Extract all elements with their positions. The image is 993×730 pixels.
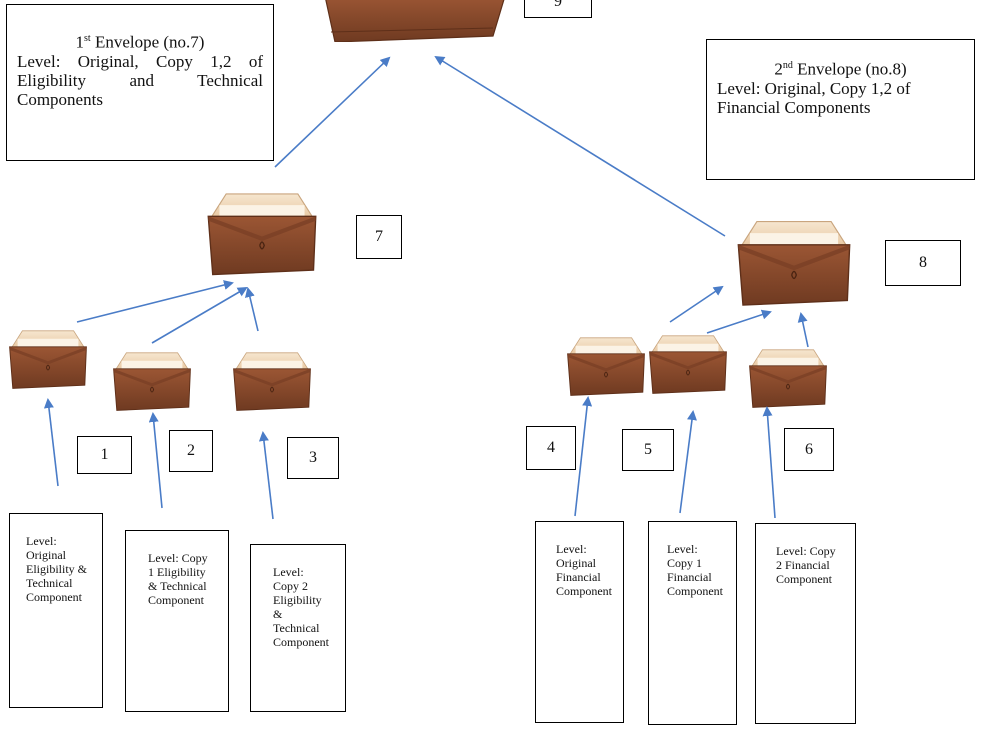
number-label-7: 7	[375, 228, 383, 245]
level-box-4-text: Level: Original Financial Component	[556, 542, 612, 598]
number-label-3: 3	[309, 449, 317, 466]
envelope-icon	[9, 330, 87, 389]
number-label-9: 9	[554, 0, 562, 10]
number-label-5: 5	[644, 441, 652, 458]
arrow-up-icon	[151, 286, 248, 344]
level-box-3-text: Level: Copy 2 Eligibility & Technical Co…	[273, 565, 329, 649]
arrow-up-icon	[43, 398, 59, 487]
number-box-1: 1	[77, 436, 132, 474]
envelope-icon	[207, 193, 317, 276]
arrow-up-icon	[244, 287, 259, 332]
number-box-7: 7	[356, 215, 402, 259]
number-box-3: 3	[287, 437, 339, 479]
level-box-5-text: Level: Copy 1 Financial Component	[667, 542, 723, 598]
number-box-2: 2	[169, 430, 213, 472]
arrow-up-icon	[148, 412, 163, 509]
number-box-9: 9	[524, 0, 592, 18]
arrow-up-icon	[434, 55, 726, 237]
arrow-up-icon	[762, 406, 776, 519]
level-box-3: Level: Copy 2 Eligibility & Technical Co…	[250, 544, 346, 712]
envelope-icon	[567, 337, 645, 396]
arrow-up-icon	[797, 312, 809, 348]
level-box-4: Level: Original Financial Component	[535, 521, 624, 723]
level-box-1: Level: Original Eligibility & Technical …	[9, 513, 103, 708]
envelope-icon	[737, 220, 851, 306]
first-envelope-summary-box: 1st Envelope (no.7) Level: Original, Cop…	[6, 4, 274, 161]
arrow-up-icon	[679, 410, 697, 514]
number-box-5: 5	[622, 429, 674, 471]
second-envelope-summary-box: 2nd Envelope (no.8) Level: Original, Cop…	[706, 39, 975, 180]
level-box-5: Level: Copy 1 Financial Component	[648, 521, 737, 725]
number-label-2: 2	[187, 442, 195, 459]
level-box-6-text: Level: Copy 2 Financial Component	[776, 544, 836, 586]
number-box-6: 6	[784, 428, 834, 471]
level-box-1-text: Level: Original Eligibility & Technical …	[26, 534, 88, 604]
number-box-8: 8	[885, 240, 961, 286]
level-box-2-text: Level: Copy 1 Eligibility & Technical Co…	[148, 551, 208, 607]
arrow-up-icon	[669, 285, 724, 323]
first-envelope-level-text: Level: Original, Copy 1,2 of Eligibility…	[17, 51, 263, 109]
first-envelope-title: 1st Envelope (no.7)	[75, 32, 205, 52]
number-label-8: 8	[919, 254, 927, 271]
arrow-up-icon	[274, 56, 391, 168]
envelope-icon	[749, 349, 827, 408]
number-box-4: 4	[526, 426, 576, 470]
level-box-6: Level: Copy 2 Financial Component	[755, 523, 856, 724]
number-label-1: 1	[100, 446, 109, 463]
number-label-6: 6	[805, 440, 813, 458]
envelope-icon	[649, 335, 727, 394]
level-box-2: Level: Copy 1 Eligibility & Technical Co…	[125, 530, 229, 712]
arrow-up-icon	[706, 309, 772, 334]
second-envelope-title: 2nd Envelope (no.8)	[774, 59, 907, 79]
arrow-up-icon	[574, 396, 593, 517]
envelope-icon	[325, 0, 505, 42]
arrow-up-icon	[76, 280, 234, 323]
second-envelope-level-text: Level: Original, Copy 1,2 of Financial C…	[717, 78, 911, 117]
envelope-icon	[113, 352, 191, 411]
envelope-icon	[233, 352, 311, 411]
number-label-4: 4	[547, 439, 555, 456]
arrow-up-icon	[258, 431, 274, 520]
